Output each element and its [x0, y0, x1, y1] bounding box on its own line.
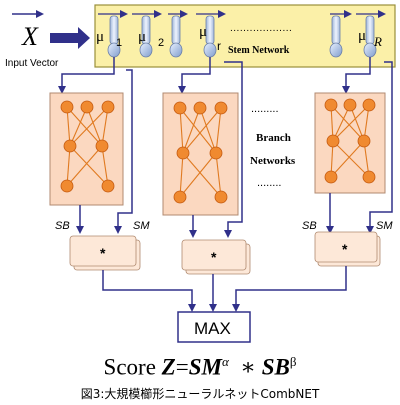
multiply-box-2: *: [181, 239, 251, 275]
multiply-symbol-3: *: [342, 241, 348, 257]
stem-unit-R-sub: R: [373, 34, 382, 49]
product-1-to-max-arrow: [102, 270, 196, 312]
stem-unit-R-big: [329, 10, 352, 58]
stem-unit-1-sub: 1: [116, 37, 122, 49]
stem-unit-2-mu: μ: [138, 29, 146, 45]
branch-network-3: [314, 92, 386, 194]
input-arrow: [50, 27, 90, 49]
branch-3-sm-arrow: [366, 61, 393, 234]
score-beta: β: [289, 354, 297, 369]
score-formula: Score Z=SMα ∗ SBβ: [0, 345, 400, 380]
score-eq: =: [175, 354, 189, 380]
stem-unit-R: μ R: [356, 10, 386, 58]
input-symbol: X: [21, 22, 39, 51]
multiply-symbol-1: *: [100, 245, 106, 261]
branch-1-sm-label: SM: [133, 220, 150, 232]
stem-to-branch-2-arrow: [178, 57, 211, 94]
branch-3-sm-label: SM: [376, 220, 393, 232]
stem-ellipsis: ...................: [230, 23, 292, 34]
stem-unit-2-sub: 2: [158, 37, 164, 49]
branch-network-1: [49, 92, 124, 206]
max-box: [177, 311, 251, 343]
score-sb: SB: [261, 354, 290, 380]
stem-unit-1: μ 1: [96, 10, 128, 58]
branch-label-line2: Networks: [250, 155, 296, 167]
figure-caption: 図3:大規模櫛形ニューラルネットCombNET: [80, 387, 320, 401]
multiply-box-1: *: [69, 235, 141, 271]
branch-1-sb-label: SB: [55, 220, 70, 232]
multiply-symbol-2: *: [211, 249, 217, 265]
score-word: Score: [103, 354, 156, 380]
product-3-to-max-arrow: [232, 266, 347, 312]
stem-unit-R-mu: μ: [358, 28, 366, 44]
stem-unit-3: [168, 10, 188, 58]
max-label: MAX: [194, 319, 231, 338]
branch-ellipsis-bottom: ........: [257, 177, 281, 189]
stem-network-label: Stem Network: [228, 45, 290, 56]
branch-1-sm-arrow: [114, 69, 133, 234]
branch-ellipsis-mid: .........: [251, 103, 279, 115]
multiply-box-3: *: [314, 231, 381, 267]
score-z: Z: [161, 354, 176, 380]
branch-network-2: [162, 92, 239, 216]
score-star: ∗: [240, 354, 256, 380]
input-vector-label: Input Vector: [5, 58, 59, 69]
stem-unit-1-mu: μ: [96, 29, 104, 45]
stem-unit-r-sub: r: [217, 39, 221, 53]
stem-unit-r-mu: μ: [199, 24, 207, 40]
stem-unit-r: μ r: [196, 10, 226, 58]
branch-2-sm-arrow: [224, 61, 243, 238]
stem-to-branch-3-arrow: [342, 57, 371, 94]
branch-3-sb-label: SB: [302, 220, 317, 232]
stem-unit-2: μ 2: [132, 10, 164, 58]
score-alpha: α: [221, 354, 229, 369]
stem-to-branch-1-arrow: [58, 57, 115, 94]
score-sm: SM: [188, 354, 222, 380]
branch-label-line1: Branch: [256, 132, 291, 144]
